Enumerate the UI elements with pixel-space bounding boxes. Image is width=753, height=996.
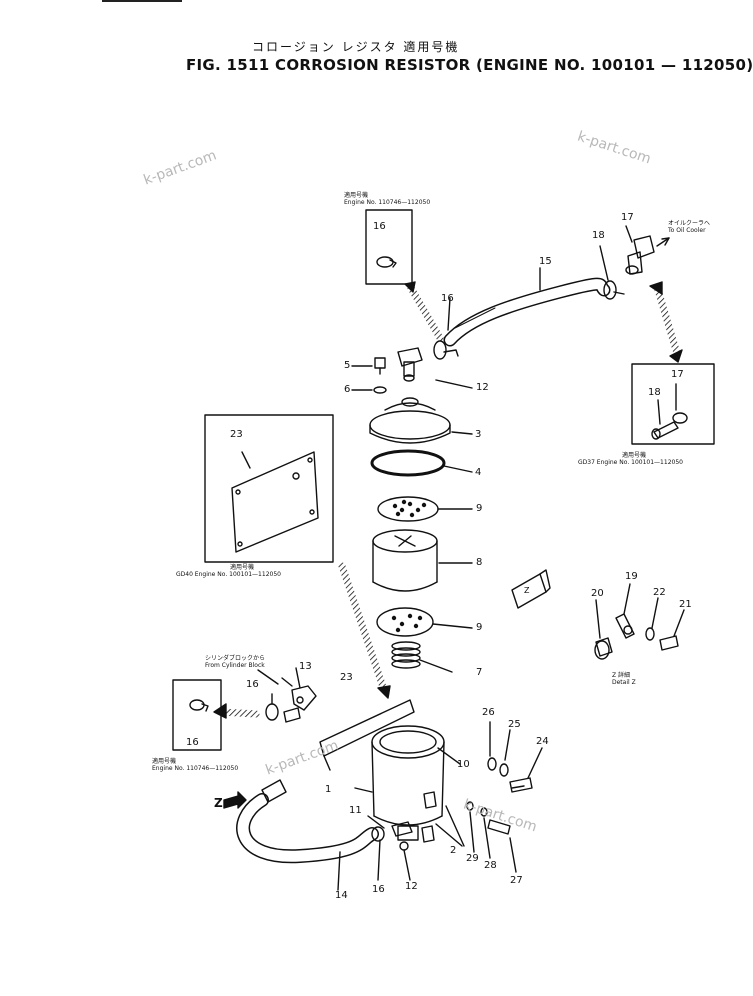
hose-clamp-16-left <box>265 703 279 721</box>
part-label-16c: 16 <box>246 679 259 690</box>
part-label-19: 19 <box>625 571 638 582</box>
part-label-9a: 9 <box>476 503 483 514</box>
bracket-23 <box>319 699 415 771</box>
cover-3 <box>369 397 451 444</box>
valve-13 <box>283 685 317 723</box>
part-label-28: 28 <box>484 860 497 871</box>
part-label-17a: 17 <box>621 212 634 223</box>
part-label-7: 7 <box>476 667 483 678</box>
note-from-block: From Cylinder Block <box>205 662 265 669</box>
hose-clamp-16-lower <box>371 826 385 842</box>
bolt-5 <box>374 357 386 375</box>
reference-arrow-right <box>654 286 680 354</box>
hose-clamp-lower <box>261 779 287 803</box>
spring-7 <box>391 641 421 669</box>
part-label-22: 22 <box>653 587 666 598</box>
part-label-18a: 18 <box>592 230 605 241</box>
hose-clamp-18 <box>603 280 625 300</box>
note-top-engine: Engine No. 110746—112050 <box>344 199 431 206</box>
detail-box-left <box>204 414 334 563</box>
reference-arrow-block <box>218 708 260 718</box>
element-cylinder-8 <box>372 529 438 592</box>
note-oil-cooler: To Oil Cooler <box>668 227 706 234</box>
part-label-23b: 23 <box>340 672 353 683</box>
detail-z-parts <box>594 613 679 660</box>
hose-upper <box>443 277 611 347</box>
part-label-11: 11 <box>349 805 362 816</box>
part-label-16b: 16 <box>441 293 454 304</box>
part-label-10: 10 <box>457 759 470 770</box>
part-label-29: 29 <box>466 853 479 864</box>
note-left-engine: GD40 Engine No. 100101—112050 <box>176 571 281 578</box>
hose-clamp-detail-top <box>376 256 397 268</box>
part-label-23a: 23 <box>230 429 243 440</box>
part-label-21: 21 <box>679 599 692 610</box>
part-label-13a: 13 <box>299 661 312 672</box>
note-from-block-jp: シリンダブロックから <box>205 655 266 662</box>
note-left-applicable: 適用号機 <box>230 564 255 571</box>
washer-25 <box>499 763 509 777</box>
reference-arrow-left <box>338 562 388 694</box>
washer-26 <box>487 757 497 771</box>
fitting-detail-right <box>651 412 688 440</box>
part-label-2: 2 <box>450 845 457 856</box>
bracket-plate-23-detail <box>231 451 319 553</box>
perforated-plate-9-lower <box>376 607 434 637</box>
washer-29 <box>466 801 474 811</box>
note-oil-cooler-jp: オイルクーラへ <box>668 220 711 227</box>
part-label-1: 1 <box>325 784 332 795</box>
part-label-18b: 18 <box>648 387 661 398</box>
part-label-8: 8 <box>476 557 483 568</box>
part-label-15: 15 <box>539 256 552 267</box>
figure-title: FIG. 1511 CORROSION RESISTOR (ENGINE NO.… <box>186 56 753 74</box>
part-label-4: 4 <box>475 467 482 478</box>
o-ring-4 <box>370 449 446 477</box>
note-bottom-engine: Engine No. 110746—112050 <box>152 765 239 772</box>
part-label-16d: 16 <box>186 737 199 748</box>
part-label-16e: 16 <box>372 884 385 895</box>
elbow-fitting-17 <box>625 235 655 275</box>
part-label-25: 25 <box>508 719 521 730</box>
part-label-12b: 12 <box>405 881 418 892</box>
part-label-24: 24 <box>536 736 549 747</box>
housing-1 <box>371 725 445 841</box>
z-box-label: Z <box>524 586 530 595</box>
part-label-17b: 17 <box>671 369 684 380</box>
perforated-plate-9-top <box>377 496 439 522</box>
part-label-14: 14 <box>335 890 348 901</box>
detail-box-right <box>631 363 715 445</box>
part-label-6: 6 <box>344 384 351 395</box>
parts-diagram-sheet: コロージョン レジスタ 適用号機 FIG. 1511 CORROSION RES… <box>102 0 753 901</box>
part-label-12a: 12 <box>476 382 489 393</box>
note-bottom-applicable: 適用号機 <box>152 758 177 765</box>
plug-27 <box>487 819 511 835</box>
reference-arrow-top <box>407 284 444 342</box>
view-arrow-z <box>223 791 247 809</box>
top-rule <box>102 0 182 2</box>
part-label-3: 3 <box>475 429 482 440</box>
part-label-27: 27 <box>510 875 523 886</box>
hose-clamp-16 <box>433 340 459 360</box>
note-right-applicable: 適用号機 <box>622 452 647 459</box>
part-label-20: 20 <box>591 588 604 599</box>
part-label-9b: 9 <box>476 622 483 633</box>
note-detail-jp: Z 詳細 <box>612 672 631 679</box>
part-label-26: 26 <box>482 707 495 718</box>
z-marker: Z <box>214 796 223 810</box>
part-label-16a: 16 <box>373 221 386 232</box>
detail-box-top <box>365 209 413 285</box>
drain-fitting-2 <box>421 791 437 843</box>
note-top-applicable: 適用号機 <box>344 192 369 199</box>
japanese-title: コロージョン レジスタ 適用号機 <box>252 40 460 54</box>
washer-28 <box>480 807 488 817</box>
exploded-view-drawing <box>172 209 715 891</box>
note-detail: Detail Z <box>612 679 636 686</box>
bolt-24 <box>509 777 533 793</box>
note-right-engine: GD37 Engine No. 100101—112050 <box>578 459 683 466</box>
part-label-5: 5 <box>344 360 351 371</box>
union-fitting-12 <box>397 347 423 382</box>
washer-6 <box>373 386 387 394</box>
hose-clamp-detail-bottom <box>189 699 209 712</box>
